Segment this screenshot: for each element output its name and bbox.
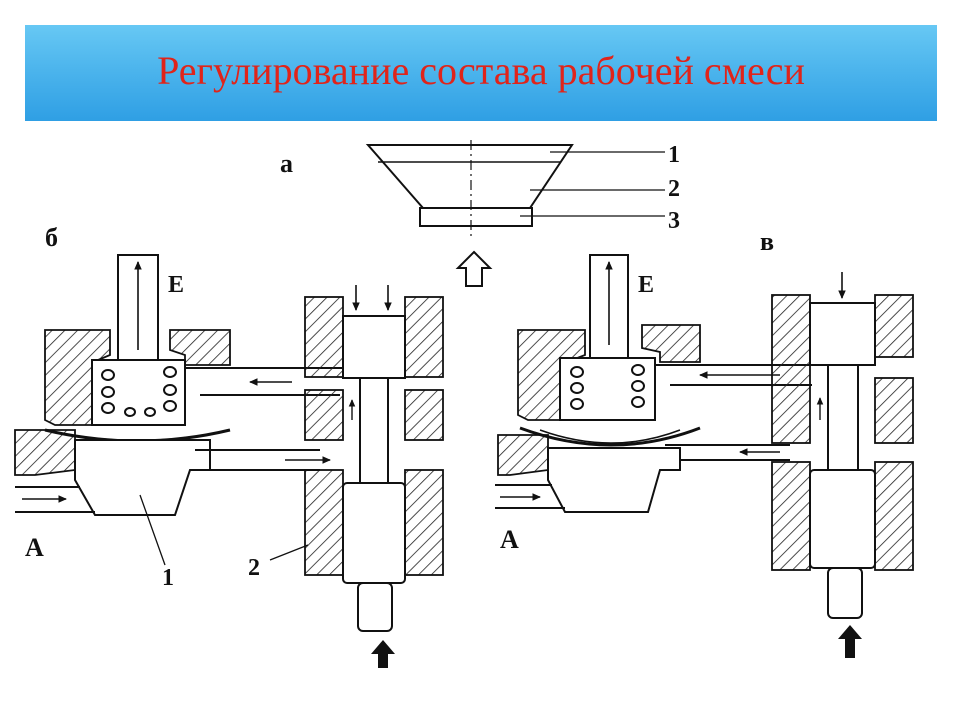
title-bar: Регулирование состава рабочей смеси bbox=[25, 25, 937, 121]
piston-wall-right-lower bbox=[404, 469, 444, 576]
figure-b-tag: б bbox=[45, 223, 58, 252]
leader-b1 bbox=[139, 494, 166, 566]
leader-b2 bbox=[269, 544, 309, 561]
callout-a3: 3 bbox=[668, 208, 680, 234]
piston-wall-right-mid bbox=[404, 389, 444, 441]
piston-wall-left-upper bbox=[304, 296, 344, 378]
spring-coils-v bbox=[570, 364, 645, 410]
push-up-arrow-v-icon bbox=[838, 625, 862, 658]
inlet-label-v: А bbox=[500, 525, 519, 554]
callout-a1: 1 bbox=[668, 142, 680, 168]
housing-upper-right-v bbox=[641, 324, 701, 363]
lower-channel-v bbox=[665, 444, 790, 461]
housing-lower-wall-v bbox=[497, 434, 549, 476]
piston-wall-left-upper-v bbox=[771, 294, 811, 444]
figure-v-tag: в bbox=[760, 227, 774, 256]
piston-rod-v bbox=[827, 364, 859, 471]
callout-a2: 2 bbox=[668, 176, 680, 202]
slide-title: Регулирование состава рабочей смеси bbox=[157, 48, 805, 93]
piston-wall-right-upper bbox=[404, 296, 444, 378]
diaphragm-v bbox=[519, 426, 701, 447]
figure-a-tag: а bbox=[280, 149, 293, 178]
valve-body bbox=[91, 359, 186, 426]
inlet-channel-v bbox=[495, 484, 565, 509]
nozzle-body bbox=[365, 144, 574, 209]
hollow-up-arrow-icon bbox=[455, 250, 493, 287]
piston-lower-v bbox=[809, 469, 876, 569]
inlet-channel-b bbox=[15, 486, 95, 513]
outlet-label-b: Е bbox=[168, 272, 184, 298]
outlet-label-v: Е bbox=[638, 272, 654, 298]
piston-stem-b bbox=[357, 582, 393, 632]
lower-chamber bbox=[74, 439, 211, 516]
spring-coils bbox=[101, 366, 177, 417]
piston-wall-left-lower bbox=[304, 469, 344, 576]
callout-b2: 2 bbox=[248, 555, 260, 581]
diaphragm-inner-v bbox=[539, 429, 681, 444]
lower-channel-b bbox=[195, 449, 320, 471]
lower-chamber-v bbox=[547, 447, 681, 513]
nozzle-seat bbox=[419, 207, 533, 227]
piston-head-v bbox=[809, 302, 876, 366]
callout-b1: 1 bbox=[162, 565, 174, 591]
piston-lower-b bbox=[342, 482, 406, 584]
push-up-arrow-b-icon bbox=[371, 640, 395, 668]
figure-v: в Е А bbox=[495, 227, 914, 658]
piston-stem-v bbox=[827, 567, 863, 619]
piston-wall-right-lower-v bbox=[874, 461, 914, 571]
inlet-label-b: А bbox=[25, 533, 44, 562]
piston-wall-left-mid bbox=[304, 389, 344, 441]
piston-head-b bbox=[342, 315, 406, 379]
housing-lower-wall bbox=[14, 429, 76, 476]
piston-wall-left-lower-v bbox=[771, 461, 811, 571]
piston-wall-right-mid-v bbox=[874, 377, 914, 444]
piston-wall-right-upper-v bbox=[874, 294, 914, 358]
piston-rod-b bbox=[359, 377, 389, 484]
figure-b: б Е А bbox=[14, 223, 444, 668]
figure-a: 1 2 3 а bbox=[280, 140, 680, 287]
